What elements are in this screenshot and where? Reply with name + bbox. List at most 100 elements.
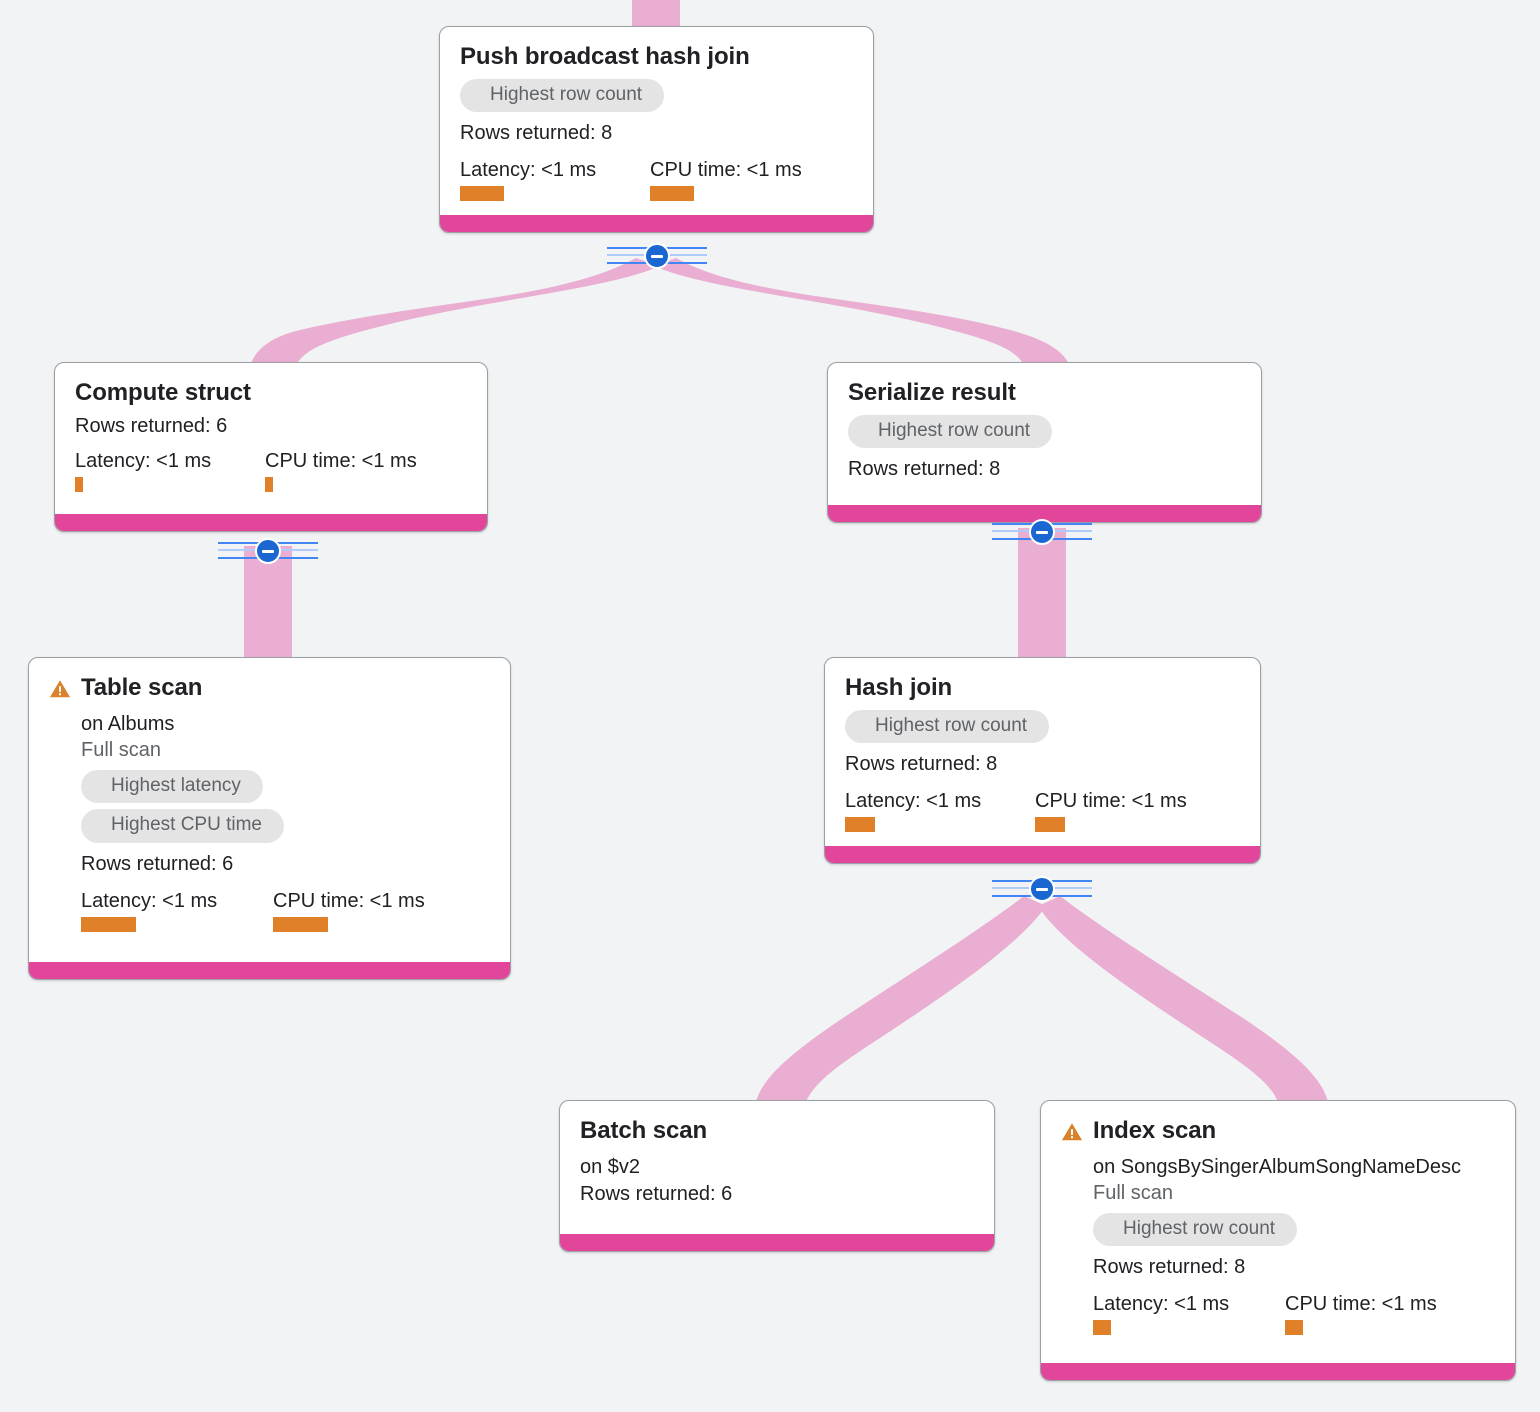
- node-title: Compute struct: [75, 379, 251, 406]
- badge-row: Highest row count: [848, 414, 1241, 449]
- edge-hash-join-to-index-scan: [1038, 896, 1328, 1102]
- node-subtitle: on $v2: [580, 1155, 641, 1178]
- latency-metric: Latency: <1 ms: [460, 159, 650, 202]
- node-body: Compute struct Rows returned: 6 Latency:…: [55, 363, 487, 514]
- plan-node-batch-scan[interactable]: Batch scan on $v2 Rows returned: 6: [559, 1100, 995, 1252]
- node-title: Serialize result: [848, 379, 1016, 406]
- node-footer-bar: [825, 846, 1260, 864]
- latency-label: Latency: <1 ms: [1093, 1293, 1230, 1316]
- cpu-bar: [265, 476, 273, 492]
- status-badge-highest-row-count: Highest row count: [460, 78, 665, 113]
- scan-note: Full scan: [1093, 1181, 1174, 1204]
- cpu-bar: [650, 186, 694, 202]
- node-title: Batch scan: [580, 1117, 708, 1144]
- cpu-label: CPU time: <1 ms: [1035, 790, 1187, 813]
- node-body: Batch scan on $v2 Rows returned: 6: [560, 1101, 994, 1234]
- latency-label: Latency: <1 ms: [81, 890, 218, 913]
- latency-bar: [81, 917, 136, 933]
- cpu-metric: CPU time: <1 ms: [273, 890, 425, 933]
- cpu-metric: CPU time: <1 ms: [1285, 1293, 1437, 1336]
- warning-triangle-icon: [49, 680, 71, 698]
- badge-row: Highest row count: [1093, 1212, 1495, 1247]
- node-footer-bar: [828, 505, 1261, 523]
- latency-bar: [75, 476, 83, 492]
- plan-node-hash-join[interactable]: Hash join Highest row count Rows returne…: [824, 657, 1261, 865]
- plan-node-index-scan[interactable]: Index scan on SongsBySingerAlbumSongName…: [1040, 1100, 1516, 1382]
- metrics-row: Latency: <1 ms CPU time: <1 ms: [75, 450, 467, 492]
- badge-row: Highest latency: [81, 769, 490, 804]
- minus-circle-icon[interactable]: [1029, 519, 1055, 545]
- collapse-toggle-hash-join[interactable]: [992, 876, 1092, 902]
- latency-label: Latency: <1 ms: [75, 449, 212, 472]
- cpu-label: CPU time: <1 ms: [650, 159, 802, 182]
- cpu-bar: [1285, 1320, 1303, 1336]
- rows-returned: Rows returned: 8: [1093, 1256, 1246, 1279]
- collapse-toggle-push-broadcast-hash-join[interactable]: [607, 243, 707, 269]
- node-header: Table scan: [49, 674, 490, 702]
- node-subtitle: on Albums: [81, 712, 175, 735]
- cpu-metric: CPU time: <1 ms: [265, 450, 417, 492]
- edge-root-inlet: [632, 0, 680, 28]
- cpu-label: CPU time: <1 ms: [273, 890, 425, 913]
- status-badge-highest-row-count: Highest row count: [848, 414, 1053, 449]
- node-footer-bar: [560, 1233, 994, 1251]
- latency-bar: [1093, 1320, 1111, 1336]
- edge-hash-join-to-batch-scan: [756, 896, 1046, 1102]
- minus-circle-icon[interactable]: [644, 243, 670, 269]
- collapse-toggle-compute-struct[interactable]: [218, 538, 318, 564]
- node-body: Index scan on SongsBySingerAlbumSongName…: [1041, 1101, 1515, 1363]
- cpu-label: CPU time: <1 ms: [265, 449, 417, 472]
- minus-circle-icon[interactable]: [1029, 876, 1055, 902]
- latency-metric: Latency: <1 ms: [1093, 1293, 1285, 1336]
- badge-row: Highest row count: [845, 709, 1240, 744]
- collapse-toggle-serialize-result[interactable]: [992, 519, 1092, 545]
- rows-returned: Rows returned: 8: [848, 458, 1001, 481]
- rows-returned: Rows returned: 6: [580, 1182, 733, 1205]
- badge-row: Highest CPU time: [81, 809, 490, 844]
- edge-root-to-serialize-result: [654, 258, 1070, 366]
- node-body: Table scan on Albums Full scan Highest l…: [29, 658, 510, 962]
- node-body: Push broadcast hash join Highest row cou…: [440, 27, 873, 215]
- plan-node-table-scan[interactable]: Table scan on Albums Full scan Highest l…: [28, 657, 511, 981]
- rows-returned: Rows returned: 6: [75, 414, 228, 437]
- plan-node-push-broadcast-hash-join[interactable]: Push broadcast hash join Highest row cou…: [439, 26, 874, 234]
- node-header: Batch scan: [580, 1117, 974, 1145]
- warning-triangle-icon: [1061, 1123, 1083, 1141]
- minus-circle-icon[interactable]: [255, 538, 281, 564]
- status-badge-highest-latency: Highest latency: [81, 769, 263, 804]
- node-title: Index scan: [1093, 1117, 1217, 1144]
- node-header: Push broadcast hash join: [460, 43, 853, 71]
- plan-node-serialize-result[interactable]: Serialize result Highest row count Rows …: [827, 362, 1262, 524]
- node-header: Compute struct: [75, 379, 467, 407]
- status-badge-highest-row-count: Highest row count: [845, 709, 1050, 744]
- node-footer-bar: [29, 962, 510, 980]
- metrics-row: Latency: <1 ms CPU time: <1 ms: [845, 790, 1240, 833]
- latency-metric: Latency: <1 ms: [81, 890, 273, 933]
- status-badge-highest-row-count: Highest row count: [1093, 1212, 1298, 1247]
- node-footer-bar: [440, 215, 873, 233]
- metrics-row: Latency: <1 ms CPU time: <1 ms: [1093, 1293, 1495, 1336]
- cpu-metric: CPU time: <1 ms: [1035, 790, 1187, 833]
- metrics-row: Latency: <1 ms CPU time: <1 ms: [460, 159, 853, 202]
- latency-metric: Latency: <1 ms: [845, 790, 1035, 833]
- edge-root-to-compute-struct: [250, 258, 660, 366]
- node-title: Hash join: [845, 674, 953, 701]
- rows-returned: Rows returned: 8: [845, 753, 998, 776]
- node-subtitle: on SongsBySingerAlbumSongNameDesc: [1093, 1155, 1461, 1178]
- node-body: Hash join Highest row count Rows returne…: [825, 658, 1260, 846]
- latency-label: Latency: <1 ms: [845, 790, 982, 813]
- latency-bar: [845, 817, 875, 833]
- rows-returned: Rows returned: 8: [460, 122, 613, 145]
- node-title: Table scan: [81, 674, 203, 701]
- plan-node-compute-struct[interactable]: Compute struct Rows returned: 6 Latency:…: [54, 362, 488, 532]
- node-header: Hash join: [845, 674, 1240, 702]
- latency-bar: [460, 186, 504, 202]
- scan-note: Full scan: [81, 738, 162, 761]
- cpu-label: CPU time: <1 ms: [1285, 1293, 1437, 1316]
- cpu-metric: CPU time: <1 ms: [650, 159, 802, 202]
- latency-label: Latency: <1 ms: [460, 159, 597, 182]
- node-footer-bar: [55, 513, 487, 531]
- node-header: Serialize result: [848, 379, 1241, 407]
- cpu-bar: [1035, 817, 1065, 833]
